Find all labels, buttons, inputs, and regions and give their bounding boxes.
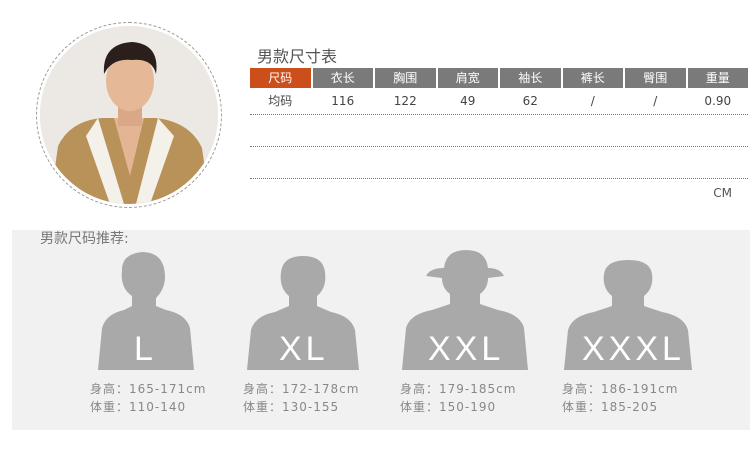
table-cell: 49 [460,94,476,108]
size-letter: XL [279,330,329,368]
model-photo [40,26,218,204]
height-range: 身高：172-178cm [243,382,360,396]
photo-frame [36,22,222,208]
size-letter: XXL [428,330,505,368]
table-cell: 均码 [268,94,293,108]
unit-label: CM [713,186,732,200]
header-cell: 袖长 [500,68,561,88]
table-cell: 62 [522,94,538,108]
weight-range: 体重：150-190 [400,400,497,414]
silhouette-hat-icon [402,250,528,370]
silhouette-bald-icon [564,260,692,370]
header-cell: 肩宽 [437,68,498,88]
header-cell: 臀围 [625,68,686,88]
silhouette-curly-hair-icon [98,252,194,370]
table-empty-row [250,147,748,179]
header-cell: 衣长 [312,68,373,88]
table-cell: 0.90 [704,94,732,108]
size-card-xxxl: XXXL 身高：186-191cm 体重：185-205 [562,246,702,414]
header-cell: 裤长 [562,68,623,88]
table-row: 均码 116 122 49 62 / / 0.90 [250,88,748,115]
header-cell: 重量 [687,68,748,88]
weight-range: 体重：130-155 [243,400,340,414]
size-letter: L [134,330,157,368]
table-empty-row [250,115,748,147]
height-range: 身高：165-171cm [90,382,207,396]
height-range: 身高：179-185cm [400,382,517,396]
size-card-xxl: XXL 身高：179-185cm 体重：150-190 [400,246,540,414]
table-cell: 116 [331,94,355,108]
height-range: 身高：186-191cm [562,382,679,396]
silhouette-short-hair-icon [247,256,359,370]
size-card-xl: XL 身高：172-178cm 体重：130-155 [243,246,383,414]
size-table: 尺码 衣长 胸围 肩宽 袖长 裤长 臀围 重量 均码 116 122 49 62… [250,68,748,179]
weight-range: 体重：185-205 [562,400,659,414]
table-cell: / [590,94,595,108]
header-cell: 尺码 [250,68,311,88]
weight-range: 体重：110-140 [90,400,187,414]
header-cell: 胸围 [375,68,436,88]
table-title: 男款尺寸表 [257,47,338,66]
size-letter: XXXL [582,330,685,368]
table-cell: 122 [393,94,417,108]
size-card-l: L 身高：165-171cm 体重：110-140 [90,246,230,414]
table-cell: / [653,94,658,108]
table-header-row: 尺码 衣长 胸围 肩宽 袖长 裤长 臀围 重量 [250,68,748,88]
recommend-title: 男款尺码推荐: [40,231,129,247]
